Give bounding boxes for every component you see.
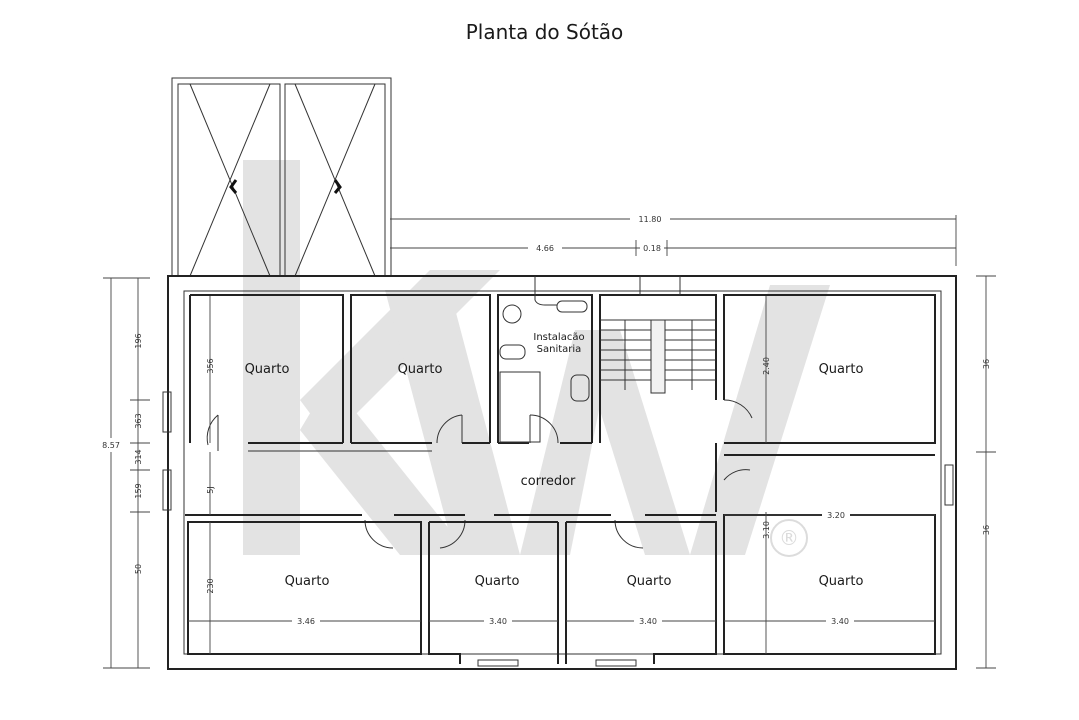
room-label-bottom-4: Quarto: [819, 574, 864, 589]
dim-top-segment-b: 0.18: [643, 244, 661, 253]
room-label-top-second: Quarto: [398, 362, 443, 377]
dim-room-bottom-2-width: 3.40: [489, 617, 507, 626]
dim-room-bottom-4-width: 3.40: [831, 617, 849, 626]
room-dimensions: 356 5J 2.40 230 3.10 3.20 3.46 3.40 3.40…: [188, 296, 935, 654]
watermark-logo: ®: [243, 160, 830, 557]
room-label-bottom-1: Quarto: [285, 574, 330, 589]
dim-corridor-width: 5J: [206, 486, 215, 493]
dim-left-1: 196: [134, 333, 143, 348]
room-label-bottom-3: Quarto: [627, 574, 672, 589]
dim-left-2: 363: [134, 413, 143, 428]
dim-room-bottom-1-width: 3.46: [297, 617, 315, 626]
page-title: Planta do Sótão: [465, 20, 624, 44]
top-dimensions: 11.80 4.66 0.18: [390, 213, 957, 266]
dim-room-top-left-height: 356: [206, 358, 215, 373]
room-label-top-right: Quarto: [819, 362, 864, 377]
top-rooms: [189, 275, 936, 512]
staircase: [600, 319, 716, 394]
left-dimensions: 8.57 196 363 314 159 50: [97, 277, 150, 669]
registered-mark: ®: [779, 526, 799, 550]
dim-left-5: 50: [134, 564, 143, 574]
dim-left-total: 8.57: [102, 441, 120, 450]
handle-left-icon: [229, 179, 238, 194]
dim-room-bottom-right-width-top: 3.20: [827, 511, 845, 520]
dim-room-bottom-right-height: 3.10: [762, 521, 771, 539]
right-dimensions: 36 36: [976, 275, 996, 669]
dim-room-bottom-3-width: 3.40: [639, 617, 657, 626]
doors: [206, 399, 753, 549]
dim-room-top-right-height: 2.40: [762, 357, 771, 375]
room-label-corridor: corredor: [521, 474, 576, 489]
outer-walls: [167, 275, 957, 670]
dim-top-total: 11.80: [639, 215, 662, 224]
handle-right-icon: [333, 179, 342, 194]
room-label-bathroom-line2: Sanitaria: [537, 344, 582, 355]
room-label-bottom-2: Quarto: [475, 574, 520, 589]
dim-right-2: 36: [982, 525, 991, 535]
dim-top-segment-a: 4.66: [536, 244, 554, 253]
bottom-rooms: [162, 391, 954, 667]
room-label-top-left: Quarto: [245, 362, 290, 377]
room-label-bathroom-line1: Instalacão: [533, 332, 584, 343]
dim-room-bottom-left-height: 230: [206, 578, 215, 593]
dim-left-3: 314: [134, 449, 143, 464]
dim-right-1: 36: [982, 359, 991, 369]
dim-left-4: 159: [134, 483, 143, 498]
